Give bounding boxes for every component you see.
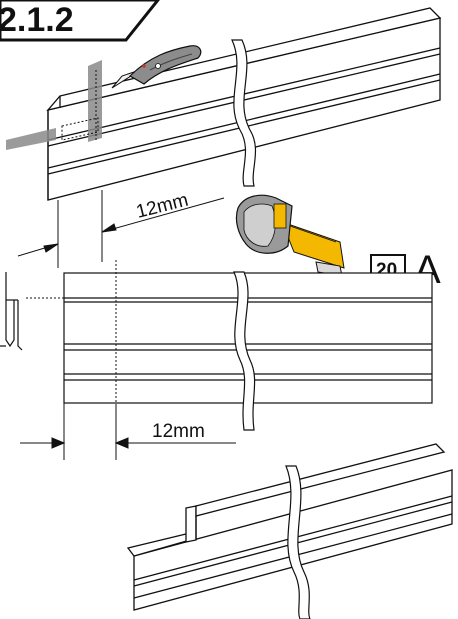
break-mark-top [231,39,257,187]
break-mark-middle [233,271,256,431]
tape-measure-icon [235,194,345,277]
dimension-top [17,190,225,268]
profile-section [0,272,23,351]
step-label: 2.1.2 [0,1,74,39]
step-banner: 2.1.2 [0,0,160,42]
break-mark-bottom [285,465,311,619]
utility-knife-icon [111,45,202,89]
dimension-middle [20,403,236,460]
dimension-middle-label: 12mm [152,421,205,442]
cutting-guide [6,60,102,150]
dimension-top-label: 12mm [134,190,190,223]
cut-marker-middle [26,260,117,404]
